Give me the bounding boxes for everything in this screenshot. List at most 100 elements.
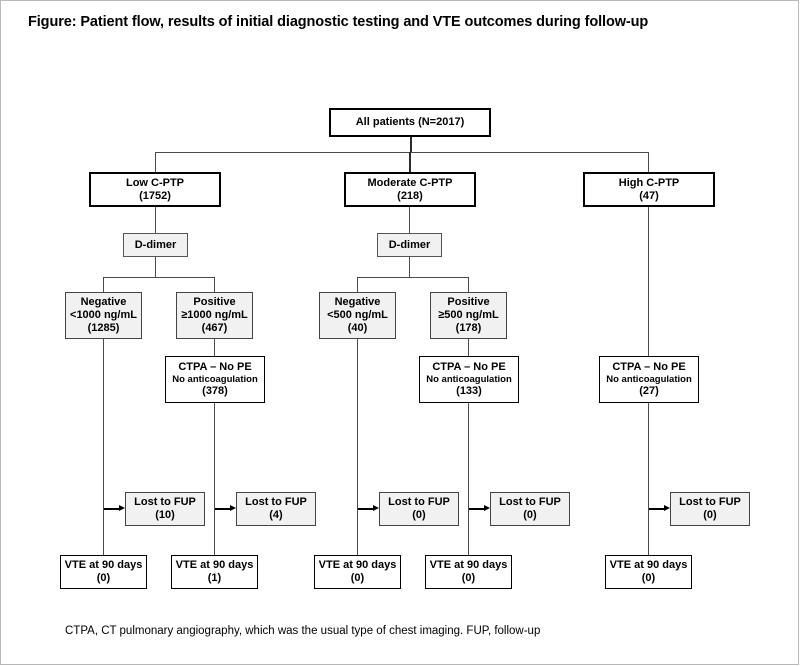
trunk-mod-positive-upper — [468, 339, 469, 356]
vte-4-count: (0) — [461, 572, 476, 584]
node-result-low-negative[interactable]: Negative <1000 ng/mL (1285) — [65, 292, 142, 339]
connector-to-pos-500 — [468, 277, 469, 292]
lost-fup-4-label: Lost to FUP — [499, 496, 561, 509]
node-result-moderate-positive[interactable]: Positive ≥500 ng/mL (178) — [430, 292, 507, 339]
result-2-status: Positive — [193, 296, 236, 309]
connector-ddimer-left-bar — [103, 277, 215, 278]
node-ctpa-moderate-positive[interactable]: CTPA – No PE No anticoagulation (133) — [419, 356, 519, 403]
lost-fup-3-label: Lost to FUP — [388, 496, 450, 509]
arrow-to-lost-fup-5 — [649, 505, 670, 512]
node-result-low-positive[interactable]: Positive ≥1000 ng/mL (467) — [176, 292, 253, 339]
node-vte-1[interactable]: VTE at 90 days (0) — [60, 555, 147, 589]
node-vte-2[interactable]: VTE at 90 days (1) — [171, 555, 258, 589]
low-cptp-count: (1752) — [139, 189, 171, 202]
connector-to-neg-500 — [357, 277, 358, 292]
ctpa-3-title: CTPA – No PE — [612, 360, 686, 373]
result-3-status: Negative — [334, 296, 381, 309]
result-3-threshold: <500 ng/mL — [327, 309, 388, 322]
lost-fup-5-count: (0) — [703, 509, 717, 521]
vte-2-count: (1) — [207, 572, 222, 584]
result-4-threshold: ≥500 ng/mL — [438, 309, 499, 322]
figure-footnote: CTPA, CT pulmonary angiography, which wa… — [65, 625, 541, 637]
connector-ddimer-right-stem — [409, 257, 410, 277]
result-2-threshold: ≥1000 ng/mL — [181, 309, 248, 322]
node-vte-4[interactable]: VTE at 90 days (0) — [425, 555, 512, 589]
connector-low-to-ddimer — [155, 206, 156, 233]
connector-to-pos-1000 — [214, 277, 215, 292]
node-lost-fup-2[interactable]: Lost to FUP (4) — [236, 492, 316, 526]
node-vte-5[interactable]: VTE at 90 days (0) — [605, 555, 692, 589]
trunk-low-positive-lower — [214, 403, 215, 555]
vte-3-label: VTE at 90 days — [318, 559, 397, 572]
low-cptp-label: Low C-PTP — [125, 176, 185, 189]
result-3-count: (40) — [347, 321, 368, 334]
trunk-high-upper — [648, 206, 649, 356]
connector-moderate-to-ddimer — [409, 206, 410, 233]
ctpa-1-count: (378) — [202, 385, 228, 398]
node-lost-fup-1[interactable]: Lost to FUP (10) — [125, 492, 205, 526]
node-result-moderate-negative[interactable]: Negative <500 ng/mL (40) — [319, 292, 396, 339]
node-ctpa-low-positive[interactable]: CTPA – No PE No anticoagulation (378) — [165, 356, 265, 403]
lost-fup-4-count: (0) — [523, 509, 537, 521]
node-ctpa-high[interactable]: CTPA – No PE No anticoagulation (27) — [599, 356, 699, 403]
vte-2-label: VTE at 90 days — [175, 559, 254, 572]
trunk-high-lower — [648, 403, 649, 555]
arrow-to-lost-fup-1 — [104, 505, 125, 512]
connector-to-high-cptp — [648, 152, 649, 172]
node-lost-fup-4[interactable]: Lost to FUP (0) — [490, 492, 570, 526]
lost-fup-3-count: (0) — [412, 509, 426, 521]
ctpa-1-sub: No anticoagulation — [172, 373, 258, 385]
connector-to-low-cptp — [155, 152, 156, 172]
ctpa-2-sub: No anticoagulation — [426, 373, 512, 385]
ctpa-3-count: (27) — [639, 385, 659, 398]
connector-ddimer-left-stem — [155, 257, 156, 277]
ctpa-3-sub: No anticoagulation — [606, 373, 692, 385]
trunk-low-negative — [103, 339, 104, 555]
connector-ddimer-right-bar — [357, 277, 469, 278]
vte-4-label: VTE at 90 days — [429, 559, 508, 572]
ctpa-2-title: CTPA – No PE — [432, 360, 506, 373]
vte-1-label: VTE at 90 days — [64, 559, 143, 572]
result-1-threshold: <1000 ng/mL — [70, 309, 137, 322]
node-lost-fup-5[interactable]: Lost to FUP (0) — [670, 492, 750, 526]
lost-fup-1-count: (10) — [155, 509, 175, 521]
node-low-cptp[interactable]: Low C-PTP (1752) — [89, 172, 221, 207]
connector-to-neg-1000 — [103, 277, 104, 292]
high-cptp-count: (47) — [639, 189, 659, 202]
result-4-count: (178) — [455, 321, 482, 334]
result-1-status: Negative — [80, 296, 127, 309]
trunk-mod-positive-lower — [468, 403, 469, 555]
result-2-count: (467) — [201, 321, 228, 334]
ctpa-2-count: (133) — [456, 385, 482, 398]
lost-fup-2-label: Lost to FUP — [245, 496, 307, 509]
node-ddimer-low[interactable]: D-dimer — [123, 233, 188, 257]
lost-fup-2-count: (4) — [269, 509, 283, 521]
lost-fup-5-label: Lost to FUP — [679, 496, 741, 509]
high-cptp-label: High C-PTP — [618, 176, 680, 189]
all-patients-label: All patients (N=2017) — [355, 116, 465, 129]
trunk-mod-negative — [357, 339, 358, 555]
result-4-status: Positive — [447, 296, 490, 309]
node-all-patients[interactable]: All patients (N=2017) — [329, 108, 491, 137]
connector-root-stem — [410, 136, 412, 153]
vte-1-count: (0) — [96, 572, 111, 584]
ddimer-moderate-label: D-dimer — [388, 238, 431, 251]
figure-title: Figure: Patient flow, results of initial… — [28, 14, 649, 30]
node-moderate-cptp[interactable]: Moderate C-PTP (218) — [344, 172, 476, 207]
connector-to-moderate-cptp — [409, 152, 411, 172]
vte-5-count: (0) — [641, 572, 656, 584]
ctpa-1-title: CTPA – No PE — [178, 360, 252, 373]
node-high-cptp[interactable]: High C-PTP (47) — [583, 172, 715, 207]
ddimer-low-label: D-dimer — [134, 238, 177, 251]
node-vte-3[interactable]: VTE at 90 days (0) — [314, 555, 401, 589]
node-lost-fup-3[interactable]: Lost to FUP (0) — [379, 492, 459, 526]
vte-5-label: VTE at 90 days — [609, 559, 688, 572]
moderate-cptp-label: Moderate C-PTP — [367, 176, 453, 189]
vte-3-count: (0) — [350, 572, 365, 584]
lost-fup-1-label: Lost to FUP — [134, 496, 196, 509]
moderate-cptp-count: (218) — [397, 189, 423, 202]
arrow-to-lost-fup-3 — [358, 505, 379, 512]
node-ddimer-moderate[interactable]: D-dimer — [377, 233, 442, 257]
trunk-low-positive-upper — [214, 339, 215, 356]
